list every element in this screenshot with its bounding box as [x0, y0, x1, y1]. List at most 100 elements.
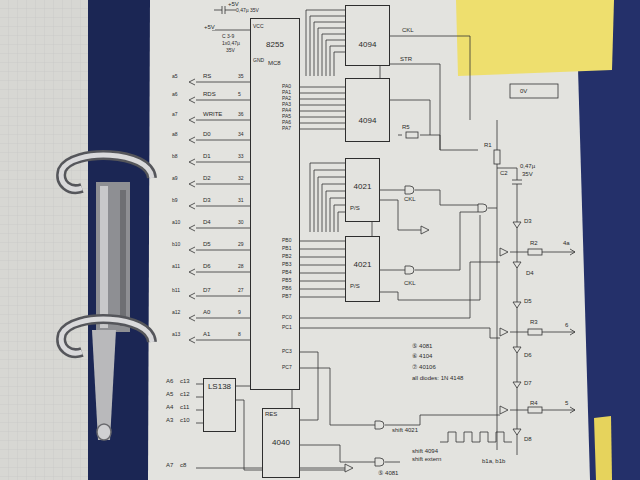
gate-symbols	[345, 186, 521, 472]
bus-wire	[292, 390, 293, 408]
signal-label: PA6	[282, 120, 291, 125]
signal-label: CKL	[404, 196, 416, 202]
wire-group	[189, 6, 575, 470]
signal-label: PB7	[282, 294, 291, 299]
bus-wire	[380, 66, 381, 78]
chip-box: LS138	[203, 378, 236, 432]
signal-label: R1	[484, 142, 492, 148]
signal-label: R3	[530, 319, 538, 325]
signal-label: CKL	[402, 27, 414, 33]
signal-label: 31	[238, 198, 244, 203]
signal-label: c8	[180, 462, 186, 468]
signal-label: ⑤ 4081	[378, 470, 398, 476]
signal-label: A1	[203, 331, 210, 337]
chip-name: 4094	[359, 117, 377, 125]
signal-label: 0,47µ	[520, 163, 535, 169]
signal-label: PA7	[282, 126, 291, 131]
signal-label: 35	[238, 74, 244, 79]
chip-box: 8255	[250, 18, 300, 390]
signal-label: shift extern	[412, 456, 441, 462]
signal-label: 30	[238, 220, 244, 225]
signal-label: P/S	[350, 205, 360, 211]
signal-label: D7	[203, 287, 211, 293]
signal-label: ⑥ 4104	[412, 353, 432, 359]
signal-label: PA2	[282, 96, 291, 101]
signal-label: shift 4021	[392, 427, 418, 433]
signal-label: ⑤ 4081	[412, 343, 432, 349]
signal-label: CKL	[404, 280, 416, 286]
bus-wire	[300, 129, 345, 130]
signal-label: PC0	[282, 315, 292, 320]
signal-label: 5	[238, 92, 241, 97]
signal-label: c12	[180, 391, 190, 397]
signal-label: 8	[238, 332, 241, 337]
signal-label: A4	[166, 404, 173, 410]
chip-name: 4021	[354, 261, 372, 269]
signal-label: D8	[524, 436, 532, 442]
signal-label: +5V	[204, 24, 215, 30]
signal-label: 32	[238, 176, 244, 181]
signal-label: a8	[172, 132, 178, 137]
signal-label: 28	[238, 264, 244, 269]
signal-label: c11	[180, 404, 189, 410]
signal-label: PC1	[282, 325, 292, 330]
signal-label: D0	[203, 131, 211, 137]
signal-label: STR	[400, 56, 412, 62]
signal-label: PB6	[282, 286, 291, 291]
signal-label: VCC	[253, 24, 264, 29]
bus-wire	[372, 222, 373, 236]
signal-label: ⑦ 40106	[412, 364, 436, 370]
signal-label: 1x0,47µ	[222, 41, 240, 46]
signal-label: C 3-9	[222, 34, 234, 39]
signal-label: PA5	[282, 114, 291, 119]
signal-label: A7	[166, 462, 173, 468]
signal-label: RES	[265, 411, 277, 417]
chip-name: 4040	[272, 439, 290, 447]
signal-label: GND	[253, 58, 264, 63]
signal-label: 4a	[563, 240, 570, 246]
signal-label: R5	[402, 124, 410, 130]
signal-label: PC7	[282, 365, 292, 370]
signal-label: PB5	[282, 278, 291, 283]
signal-label: 0V	[520, 88, 527, 94]
signal-label: MC8	[268, 60, 281, 66]
signal-label: D7	[524, 380, 532, 386]
signal-label: shift 4094	[412, 448, 438, 454]
signal-label: 36	[238, 112, 244, 117]
bus-wire	[236, 386, 250, 387]
signal-label: 35V	[522, 171, 533, 177]
signal-label: D5	[524, 298, 532, 304]
signal-label: +5V	[228, 1, 239, 7]
signal-label: b10	[172, 242, 180, 247]
signal-label: WRITE	[203, 111, 222, 117]
signal-label: A3	[166, 417, 173, 423]
signal-label: 35V	[226, 48, 235, 53]
signal-label: b9	[172, 198, 178, 203]
signal-label: a12	[172, 310, 180, 315]
chip-box: 4021	[345, 236, 380, 302]
signal-label: a6	[172, 92, 178, 97]
signal-label: R2	[530, 240, 538, 246]
signal-label: PB1	[282, 246, 291, 251]
signal-label: PA3	[282, 102, 291, 107]
signal-label: c13	[180, 378, 190, 384]
signal-label: b8	[172, 154, 178, 159]
signal-label: P/S	[350, 283, 360, 289]
signal-label: 6	[565, 322, 568, 328]
signal-label: a7	[172, 112, 178, 117]
bus-wire	[300, 297, 345, 298]
signal-label: a10	[172, 220, 180, 225]
signal-label: c10	[180, 417, 190, 423]
signal-label: PB2	[282, 254, 291, 259]
signal-label: D4	[203, 219, 211, 225]
signal-label: PA4	[282, 108, 291, 113]
signal-label: 27	[238, 288, 244, 293]
signal-label: D4	[526, 270, 534, 276]
signal-label: 29	[238, 242, 244, 247]
chip-name: 4021	[354, 183, 372, 191]
signal-label: A5	[166, 391, 173, 397]
